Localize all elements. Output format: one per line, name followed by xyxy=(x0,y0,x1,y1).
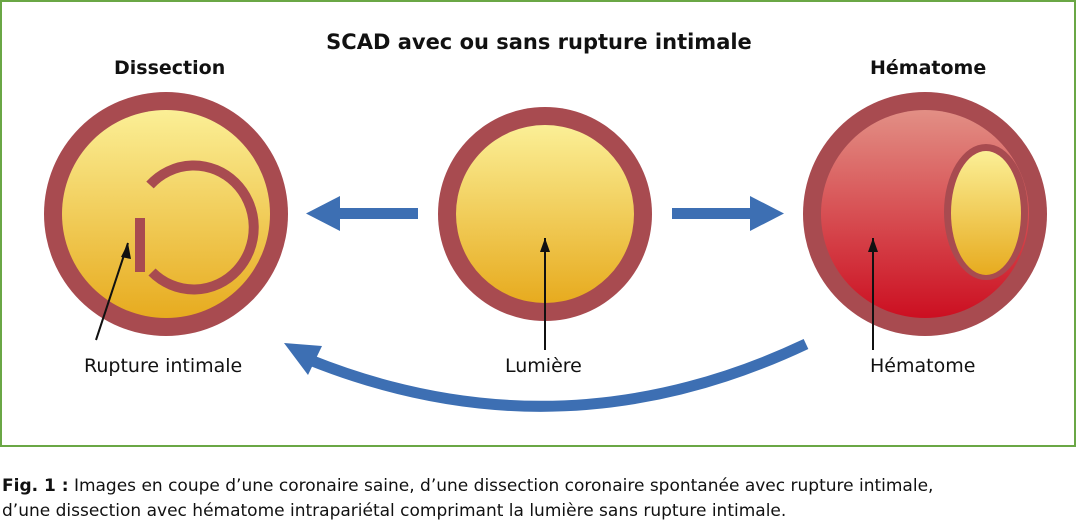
diagram-frame xyxy=(0,0,1076,447)
pointer-lines xyxy=(95,238,878,350)
hematome-heading: Hématome xyxy=(870,57,987,79)
lumiere-label: Lumière xyxy=(505,355,582,377)
caption-text-1: Images en coupe d’une coronaire saine, d… xyxy=(73,476,934,496)
scad-diagram xyxy=(44,92,1047,412)
intimal-flap xyxy=(146,160,259,295)
dissection-heading: Dissection xyxy=(114,57,226,79)
hematoma-vessel xyxy=(803,92,1047,336)
diagram-title: SCAD avec ou sans rupture intimale xyxy=(326,30,752,54)
caption-line-1: Fig. 1 : Images en coupe d’une coronaire… xyxy=(2,474,1078,499)
caption-text-2: d’une dissection avec hématome intrapari… xyxy=(2,501,787,521)
dissection-vessel xyxy=(44,92,288,336)
arrow-curved xyxy=(284,339,809,412)
arrow-left xyxy=(306,196,418,231)
arrow-right xyxy=(672,196,784,231)
healthy-vessel xyxy=(438,107,652,321)
hematome-label: Hématome xyxy=(870,355,976,377)
figure-caption: Fig. 1 : Images en coupe d’une coronaire… xyxy=(2,474,1078,524)
rupture-label: Rupture intimale xyxy=(84,355,243,377)
caption-prefix: Fig. 1 : xyxy=(2,476,69,496)
flow-arrows xyxy=(284,196,809,412)
